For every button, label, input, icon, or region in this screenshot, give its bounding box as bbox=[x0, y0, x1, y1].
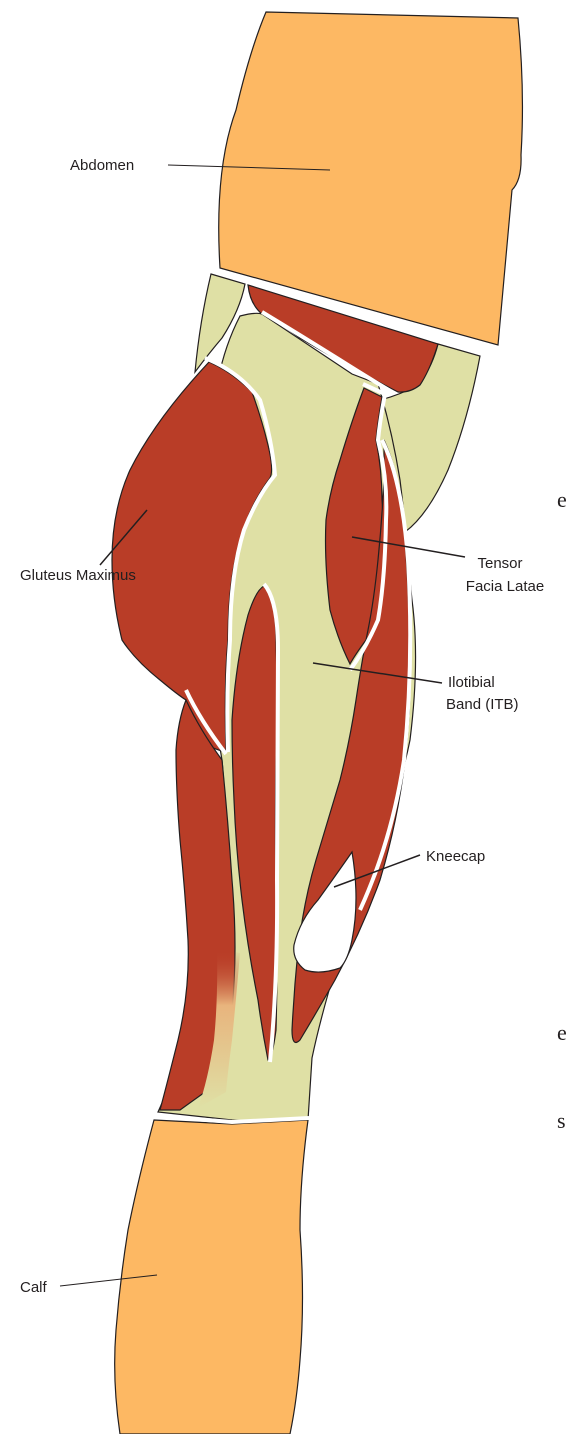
itb-label-line-1: Ilotibial bbox=[448, 674, 495, 691]
tensor-label-line-1: Tensor bbox=[477, 555, 522, 572]
calf-label: Calf bbox=[20, 1279, 48, 1296]
itb-label-line-2: Band (ITB) bbox=[446, 696, 519, 713]
gluteus-label: Gluteus Maximus bbox=[20, 567, 136, 584]
abdomen-label: Abdomen bbox=[70, 157, 134, 174]
cropped-edge-glyph: s bbox=[557, 1108, 566, 1133]
cropped-edge-glyph: e bbox=[557, 1020, 567, 1045]
tensor-label-line-2: Facia Latae bbox=[466, 578, 544, 595]
cropped-edge-glyph: e bbox=[557, 487, 567, 512]
kneecap-label: Kneecap bbox=[426, 848, 485, 865]
